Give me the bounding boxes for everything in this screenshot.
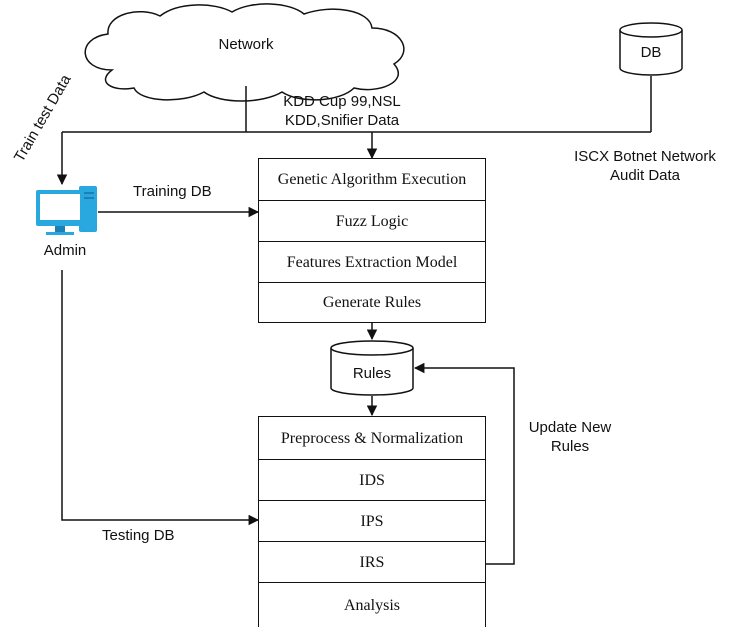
update-rules-line2: Rules: [550, 438, 590, 455]
fuzz-logic-cell: Fuzz Logic: [259, 201, 485, 242]
iscx-label: ISCX Botnet Network Audit Data: [560, 147, 730, 185]
irs-cell: IRS: [259, 542, 485, 583]
computer-icon: [36, 186, 97, 235]
generate-rules-cell: Generate Rules: [322, 293, 422, 311]
kdd-label: KDD Cup 99,NSL KDD,Snifier Data: [262, 92, 422, 130]
update-rules-line1: Update New: [528, 419, 612, 436]
training-db-label: Training DB: [133, 183, 212, 200]
iscx-label-line1: ISCX Botnet Network: [574, 148, 716, 165]
kdd-label-line1: KDD Cup 99,NSL: [283, 93, 401, 110]
preprocess-cell: Preprocess & Normalization: [259, 417, 485, 460]
db-label: DB: [640, 44, 662, 61]
ips-cell: IPS: [259, 501, 485, 542]
update-rules-arrow: [413, 362, 515, 565]
testing-db-label: Testing DB: [102, 527, 175, 544]
upper-process-stack: Genetic Algorithm Execution Fuzz Logic F…: [258, 158, 486, 323]
lower-process-stack: Preprocess & Normalization IDS IPS IRS A…: [258, 416, 486, 627]
ids-cell: IDS: [259, 460, 485, 501]
update-rules-label: Update New Rules: [520, 418, 620, 456]
ga-execution-cell: Genetic Algorithm Execution: [259, 159, 485, 201]
analysis-cell: Analysis: [344, 596, 400, 614]
admin-label: Admin: [43, 242, 87, 259]
network-label: Network: [218, 36, 274, 53]
testing-db-arrow: [61, 270, 260, 526]
connectors: [56, 76, 652, 565]
rules-label: Rules: [352, 365, 392, 382]
iscx-label-line2: Audit Data: [609, 167, 681, 184]
db-cylinder-icon: [619, 22, 683, 76]
feature-extraction-cell: Features Extraction Model: [259, 242, 485, 283]
rules-cylinder-icon: [330, 340, 414, 396]
kdd-label-line2: KDD,Snifier Data: [284, 112, 400, 129]
network-cloud-shape: [84, 3, 405, 102]
